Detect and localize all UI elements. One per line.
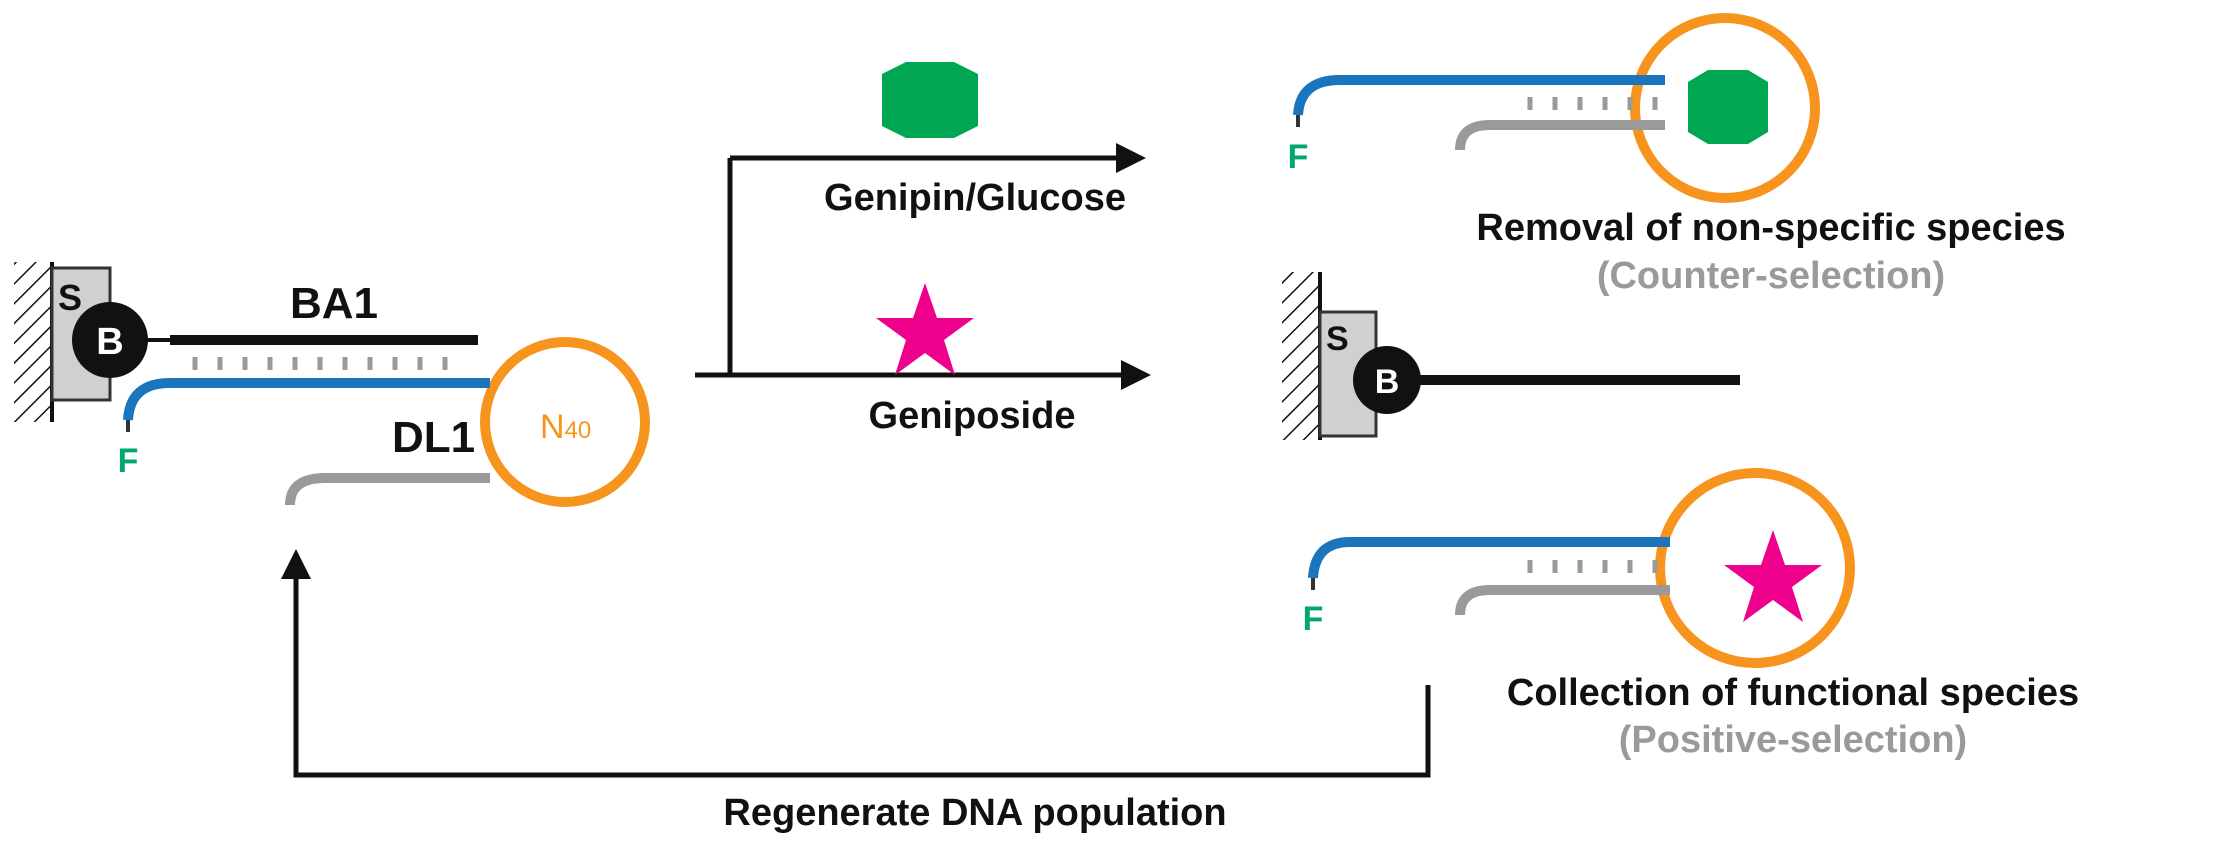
positive-fluorophore-label: F (1303, 600, 1324, 638)
bound-hexagon-icon (1688, 70, 1768, 144)
fluorophore-label: F (118, 442, 139, 480)
positive-loop (1655, 468, 1855, 668)
geniposide-label: Geniposide (869, 395, 1076, 437)
selection-arrows (695, 143, 1151, 390)
left-complex: S B BA1 F DL1 N40 (14, 262, 650, 507)
random-region-label: N40 (540, 408, 591, 446)
remaining-surface-label: S (1326, 320, 1349, 358)
hexagon-icon (882, 62, 978, 138)
biotin-label: B (96, 321, 123, 363)
surface-label: S (58, 277, 82, 318)
positive-grey-strand (1455, 585, 1670, 616)
library-blue-strand (123, 378, 490, 421)
positive-blue-strand (1308, 537, 1670, 579)
random-loop (480, 337, 650, 507)
biotin-circle (72, 302, 148, 378)
counter-grey-strand (1455, 120, 1665, 151)
star-icon (876, 283, 974, 375)
removal-title: Removal of non-specific species (1476, 207, 2065, 249)
bound-star-icon (1724, 530, 1822, 622)
capture-strand-label: BA1 (290, 279, 378, 328)
collection-subtitle: (Positive-selection) (1619, 719, 1967, 761)
hybridization-ticks (192, 357, 448, 370)
counter-selection-complex: F (1288, 13, 1820, 203)
regenerate-label: Regenerate DNA population (723, 792, 1226, 834)
library-grey-strand (285, 473, 490, 506)
counter-fluorophore-label: F (1288, 138, 1309, 176)
remaining-surface: S B (1282, 272, 1740, 440)
positive-selection-complex: F (1303, 468, 1855, 668)
collection-title: Collection of functional species (1507, 672, 2079, 714)
regenerate-arrow (281, 549, 1431, 778)
library-strand-label: DL1 (392, 413, 475, 462)
biotin-group: B (72, 302, 170, 378)
remaining-biotin-label: B (1375, 363, 1400, 401)
removal-subtitle: (Counter-selection) (1597, 255, 1945, 297)
counter-loop (1630, 13, 1820, 203)
genipin-glucose-label: Genipin/Glucose (824, 177, 1126, 219)
counter-blue-strand (1293, 75, 1665, 116)
